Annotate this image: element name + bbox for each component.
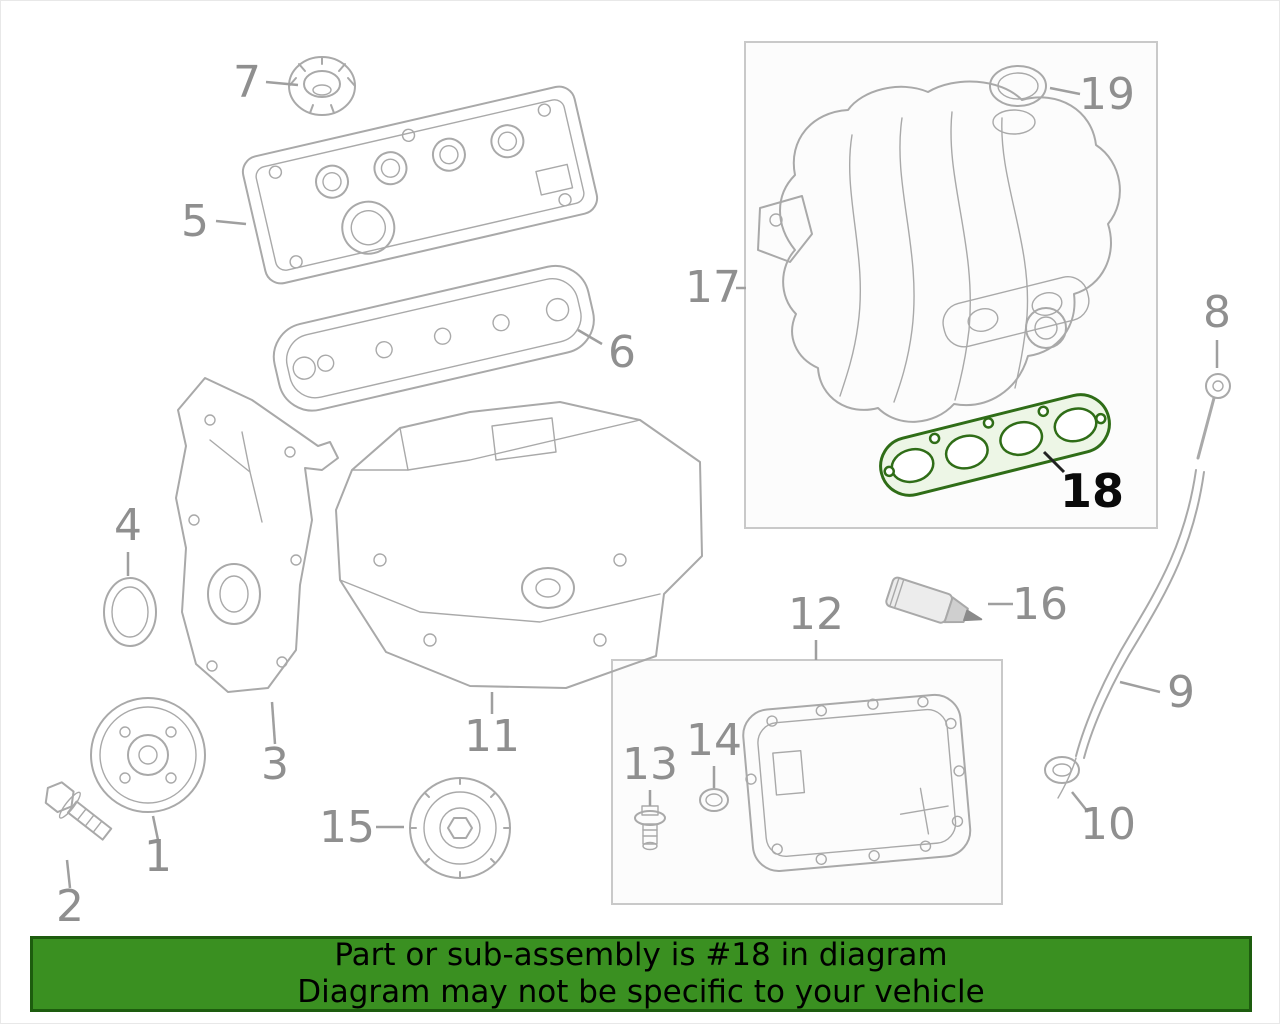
transmission-pan-part <box>742 693 972 872</box>
leader-10 <box>1071 791 1089 813</box>
callout-12: 12 <box>788 589 844 640</box>
callout-11: 11 <box>464 711 520 762</box>
leader-lines <box>65 80 1219 889</box>
crankshaft-seal-part <box>103 577 157 647</box>
leader-1 <box>151 815 160 841</box>
intake-manifold-gasket-part <box>879 393 1111 497</box>
oil-pan-part <box>335 401 703 689</box>
leader-6 <box>577 328 603 346</box>
crankshaft-pulley-part <box>90 697 206 813</box>
callout-17: 17 <box>685 262 741 313</box>
callout-1: 1 <box>144 831 172 882</box>
leader-5 <box>215 219 247 226</box>
valve-cover-gasket-part <box>272 264 595 412</box>
leader-3 <box>270 701 277 745</box>
callout-15: 15 <box>319 802 375 853</box>
oil-filter-part <box>409 777 511 879</box>
sealant-tube-part <box>885 576 983 624</box>
callout-19: 19 <box>1079 69 1135 120</box>
leader-2 <box>65 859 72 889</box>
leader-18 <box>1042 450 1066 474</box>
manifold-seal-part <box>989 65 1047 107</box>
drain-plug-part <box>634 805 666 851</box>
dipstick-part <box>1196 373 1231 460</box>
callout-8: 8 <box>1203 287 1231 338</box>
drain-plug-gasket-part <box>699 788 729 812</box>
leader-9 <box>1119 680 1161 694</box>
callout-9: 9 <box>1167 667 1195 718</box>
callout-10: 10 <box>1080 799 1136 850</box>
oil-filler-cap-part <box>288 56 356 116</box>
pulley-bolt-part <box>44 781 113 841</box>
note-banner-line1: Part or sub-assembly is #18 in diagram <box>334 937 948 973</box>
callout-13: 13 <box>622 739 678 790</box>
callout-3: 3 <box>261 739 289 790</box>
timing-cover-part <box>175 377 339 693</box>
callout-labels: 7 5 6 4 3 11 1 2 15 17 18 19 8 9 10 12 1… <box>56 57 1231 932</box>
transmission-pan-box <box>611 659 1003 905</box>
callout-4: 4 <box>114 500 142 551</box>
valve-cover-part <box>241 85 599 285</box>
callout-14: 14 <box>686 715 742 766</box>
callout-2: 2 <box>56 881 84 932</box>
callout-6: 6 <box>608 327 636 378</box>
callout-7: 7 <box>233 57 261 108</box>
callout-18: 18 <box>1060 464 1124 518</box>
callout-16: 16 <box>1012 579 1068 630</box>
note-banner-line2: Diagram may not be specific to your vehi… <box>297 974 985 1010</box>
callout-5: 5 <box>181 196 209 247</box>
note-banner: Part or sub-assembly is #18 in diagram D… <box>30 936 1252 1012</box>
leader-19 <box>1049 86 1081 96</box>
dipstick-tube-seal-part <box>1044 756 1080 784</box>
leader-7 <box>265 80 299 87</box>
intake-manifold-part <box>757 80 1121 423</box>
